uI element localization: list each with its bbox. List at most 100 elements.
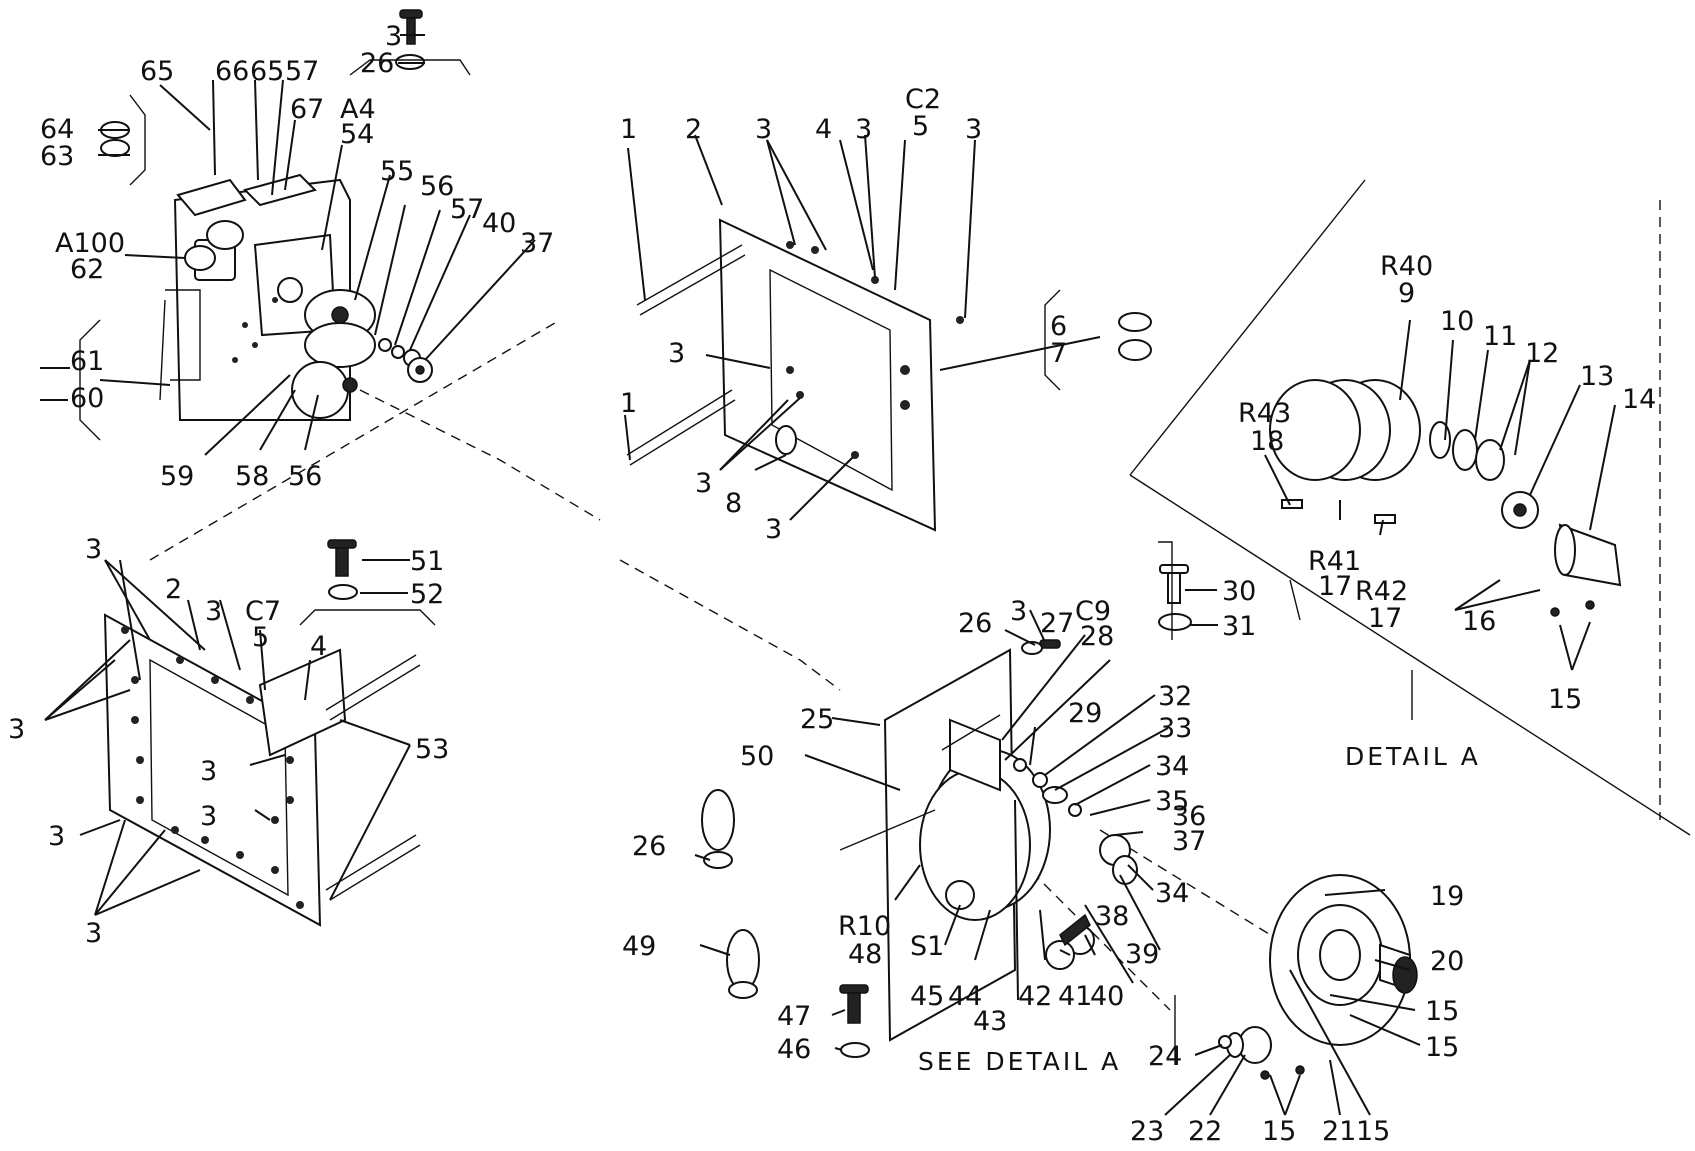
callout-label: 3	[200, 801, 217, 832]
callout-label: 10	[1440, 306, 1474, 337]
callout-label: 11	[1483, 321, 1517, 352]
callout-label: 40	[1090, 981, 1124, 1012]
callout-label: 33	[1158, 713, 1192, 744]
callout-label: R42	[1355, 576, 1408, 607]
callout-label: R41	[1308, 546, 1361, 577]
callout-label: 52	[410, 579, 444, 610]
callout-label: 60	[70, 383, 104, 414]
callout-label: 3	[755, 114, 772, 145]
leader-lines	[40, 34, 1616, 1116]
see-detail-a-caption: SEE DETAIL A	[918, 1047, 1121, 1076]
callout-label: 51	[410, 546, 444, 577]
detail-a-boundary	[1129, 179, 1691, 836]
callout-label: 20	[1430, 946, 1464, 977]
front-panel-assembly	[103, 539, 436, 927]
callout-label: 34	[1155, 751, 1189, 782]
detail-a-assembly	[1269, 379, 1622, 621]
callout-label: 17	[1368, 603, 1402, 634]
callout-label: 3	[385, 21, 402, 52]
callout-label: 62	[70, 254, 104, 285]
callout-label: 3	[8, 714, 25, 745]
callout-label: 21	[1322, 1116, 1356, 1147]
callout-label: R40	[1380, 251, 1433, 282]
alignment-lines	[149, 319, 1361, 1011]
callout-label: 31	[1222, 611, 1256, 642]
callout-label: 41	[1058, 981, 1092, 1012]
callout-label: 22	[1188, 1116, 1222, 1147]
callout-label: 27	[1040, 608, 1074, 639]
callout-label: 1	[620, 388, 637, 419]
callout-label: 37	[1172, 826, 1206, 857]
callout-label: 58	[235, 461, 269, 492]
callout-label: 15	[1356, 1116, 1390, 1147]
center-plate-assembly	[626, 218, 1152, 532]
callout-label: 17	[1318, 571, 1352, 602]
callout-label: 3	[855, 114, 872, 145]
callout-label: 5	[912, 111, 929, 142]
callout-label: C7	[245, 596, 281, 627]
callout-label: 61	[70, 346, 104, 377]
callout-label: R10	[838, 911, 891, 942]
a4-assembly	[79, 9, 471, 441]
callout-label: 37	[520, 228, 554, 259]
callout-label: 49	[622, 931, 656, 962]
callout-label: 47	[777, 1001, 811, 1032]
callout-labels: 3 26 65 66 65 57 67 A4 54 64 63 A100 62 …	[8, 21, 1656, 1147]
callout-label: 18	[1250, 426, 1284, 457]
callout-label: 3	[695, 468, 712, 499]
callout-label: 3	[200, 756, 217, 787]
callout-label: 3	[205, 596, 222, 627]
callout-label: 26	[360, 48, 394, 79]
callout-label: 35	[1155, 786, 1189, 817]
callout-label: 26	[958, 608, 992, 639]
callout-label: 15	[1425, 996, 1459, 1027]
callout-label: 65	[140, 56, 174, 87]
callout-label: 42	[1018, 981, 1052, 1012]
callout-label: C9	[1075, 596, 1111, 627]
callout-label: 55	[380, 156, 414, 187]
callout-label: 3	[85, 918, 102, 949]
callout-label: 25	[800, 704, 834, 735]
callout-label: 6	[1050, 311, 1067, 342]
callout-label: 1	[620, 114, 637, 145]
callout-label: 46	[777, 1034, 811, 1065]
callout-label: 39	[1125, 939, 1159, 970]
callout-label: 15	[1548, 684, 1582, 715]
callout-label: 3	[765, 514, 782, 545]
callout-label: 15	[1262, 1116, 1296, 1147]
callout-label: 66	[215, 56, 249, 87]
callout-label: 40	[482, 208, 516, 239]
switch-assembly	[701, 541, 1418, 1080]
callout-label: 56	[420, 171, 454, 202]
callout-label: 4	[310, 631, 327, 662]
callout-label: 59	[160, 461, 194, 492]
callout-label: 45	[910, 981, 944, 1012]
callout-label: 26	[632, 831, 666, 862]
callout-label: 28	[1080, 621, 1114, 652]
callout-label: S1	[910, 931, 944, 962]
callout-label: 3	[48, 821, 65, 852]
callout-label: 38	[1095, 901, 1129, 932]
callout-label: 48	[848, 939, 882, 970]
callout-label: 57	[450, 194, 484, 225]
callout-label: 14	[1622, 384, 1656, 415]
callout-label: 13	[1580, 361, 1614, 392]
callout-label: 34	[1155, 878, 1189, 909]
callout-label: R43	[1238, 398, 1291, 429]
callout-label: 19	[1430, 881, 1464, 912]
callout-label: 29	[1068, 698, 1102, 729]
callout-label: 53	[415, 734, 449, 765]
detail-a-caption: DETAIL A	[1345, 742, 1481, 771]
callout-label: 5	[252, 622, 269, 653]
callout-label: 4	[815, 114, 832, 145]
callout-label: 65	[250, 56, 284, 87]
callout-label: C2	[905, 84, 941, 115]
callout-label: 2	[165, 574, 182, 605]
callout-label: 16	[1462, 606, 1496, 637]
callout-label: 8	[725, 488, 742, 519]
callout-label: 63	[40, 141, 74, 172]
callout-label: 2	[685, 114, 702, 145]
callout-label: A100	[55, 228, 125, 259]
callout-label: 30	[1222, 576, 1256, 607]
